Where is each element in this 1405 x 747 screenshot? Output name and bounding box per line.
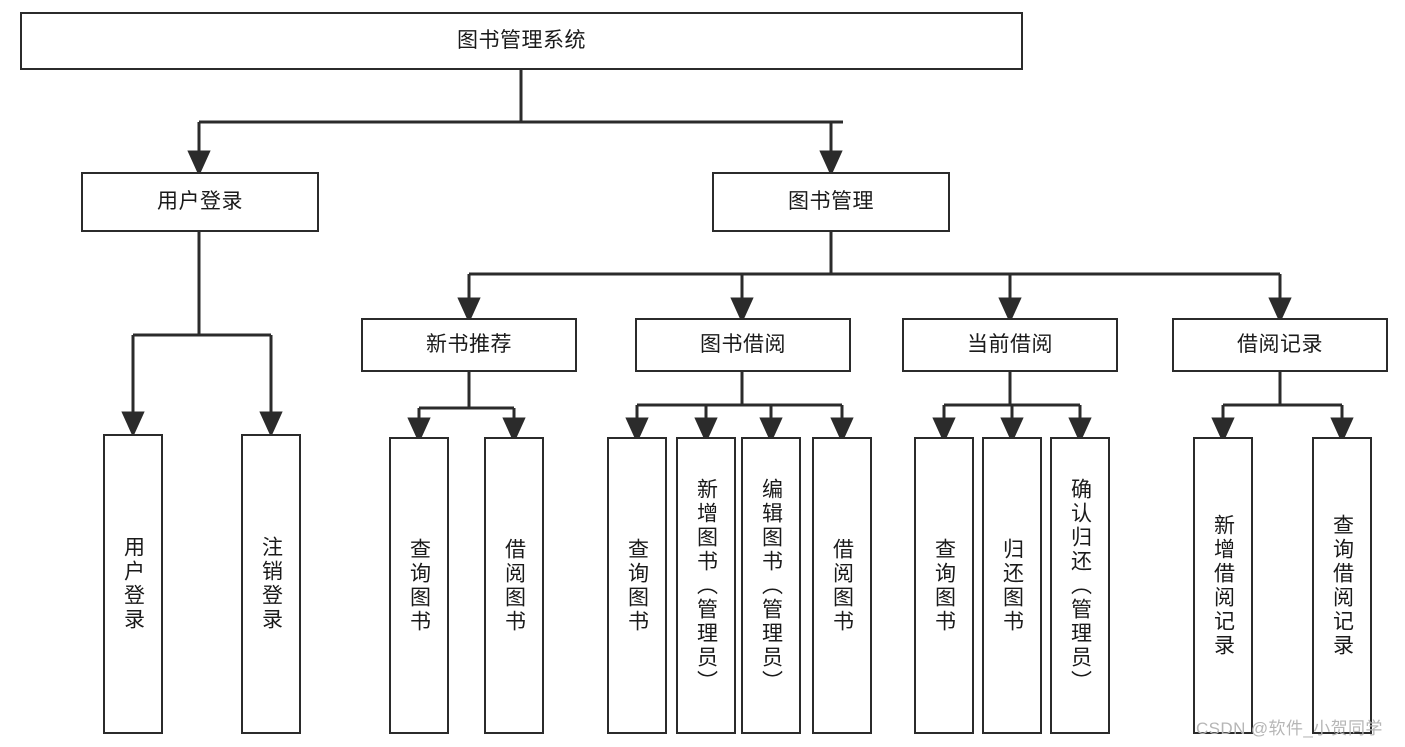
node-book-borrow[interactable]: 图书借阅: [635, 318, 851, 372]
leaf-book-borrow-edit[interactable]: 编辑图书（管理员）: [741, 437, 801, 734]
leaf-book-borrow-edit-label: 编辑图书（管理员）: [759, 477, 783, 694]
node-book-management-label: 图书管理: [788, 189, 874, 213]
leaf-user-login-login-label: 用户登录: [121, 536, 145, 632]
node-borrow-record-label: 借阅记录: [1237, 332, 1323, 356]
leaf-current-borrow-confirm-return[interactable]: 确认归还（管理员）: [1050, 437, 1110, 734]
leaf-new-book-query[interactable]: 查询图书: [389, 437, 449, 734]
node-borrow-record[interactable]: 借阅记录: [1172, 318, 1388, 372]
node-book-borrow-label: 图书借阅: [700, 332, 786, 356]
leaf-user-login-logout[interactable]: 注销登录: [241, 434, 301, 734]
csdn-watermark: CSDN @软件_小贺同学: [1196, 719, 1383, 738]
node-root-book-management-system[interactable]: 图书管理系统: [20, 12, 1023, 70]
leaf-current-borrow-return-label: 归还图书: [1000, 537, 1024, 634]
node-new-book-recommend-label: 新书推荐: [426, 332, 512, 356]
leaf-current-borrow-return[interactable]: 归还图书: [982, 437, 1042, 734]
node-new-book-recommend[interactable]: 新书推荐: [361, 318, 577, 372]
leaf-book-borrow-add[interactable]: 新增图书（管理员）: [676, 437, 736, 734]
leaf-borrow-record-add-label: 新增借阅记录: [1211, 513, 1235, 658]
leaf-new-book-query-label: 查询图书: [407, 537, 431, 634]
leaf-book-borrow-add-label: 新增图书（管理员）: [694, 477, 718, 694]
node-user-login[interactable]: 用户登录: [81, 172, 319, 232]
leaf-borrow-record-add[interactable]: 新增借阅记录: [1193, 437, 1253, 734]
leaf-new-book-borrow[interactable]: 借阅图书: [484, 437, 544, 734]
leaf-user-login-logout-label: 注销登录: [259, 536, 283, 632]
leaf-user-login-login[interactable]: 用户登录: [103, 434, 163, 734]
leaf-borrow-record-query-label: 查询借阅记录: [1330, 513, 1354, 658]
leaf-book-borrow-query-label: 查询图书: [625, 537, 649, 634]
leaf-current-borrow-query-label: 查询图书: [932, 537, 956, 634]
leaf-book-borrow-borrow-label: 借阅图书: [830, 537, 854, 634]
node-book-management[interactable]: 图书管理: [712, 172, 950, 232]
leaf-current-borrow-query[interactable]: 查询图书: [914, 437, 974, 734]
node-user-login-label: 用户登录: [157, 189, 243, 213]
leaf-new-book-borrow-label: 借阅图书: [502, 537, 526, 634]
leaf-borrow-record-query[interactable]: 查询借阅记录: [1312, 437, 1372, 734]
leaf-current-borrow-confirm-return-label: 确认归还（管理员）: [1068, 477, 1092, 694]
node-root-label: 图书管理系统: [457, 28, 586, 52]
node-current-borrow[interactable]: 当前借阅: [902, 318, 1118, 372]
leaf-book-borrow-query[interactable]: 查询图书: [607, 437, 667, 734]
leaf-book-borrow-borrow[interactable]: 借阅图书: [812, 437, 872, 734]
node-current-borrow-label: 当前借阅: [967, 332, 1053, 356]
